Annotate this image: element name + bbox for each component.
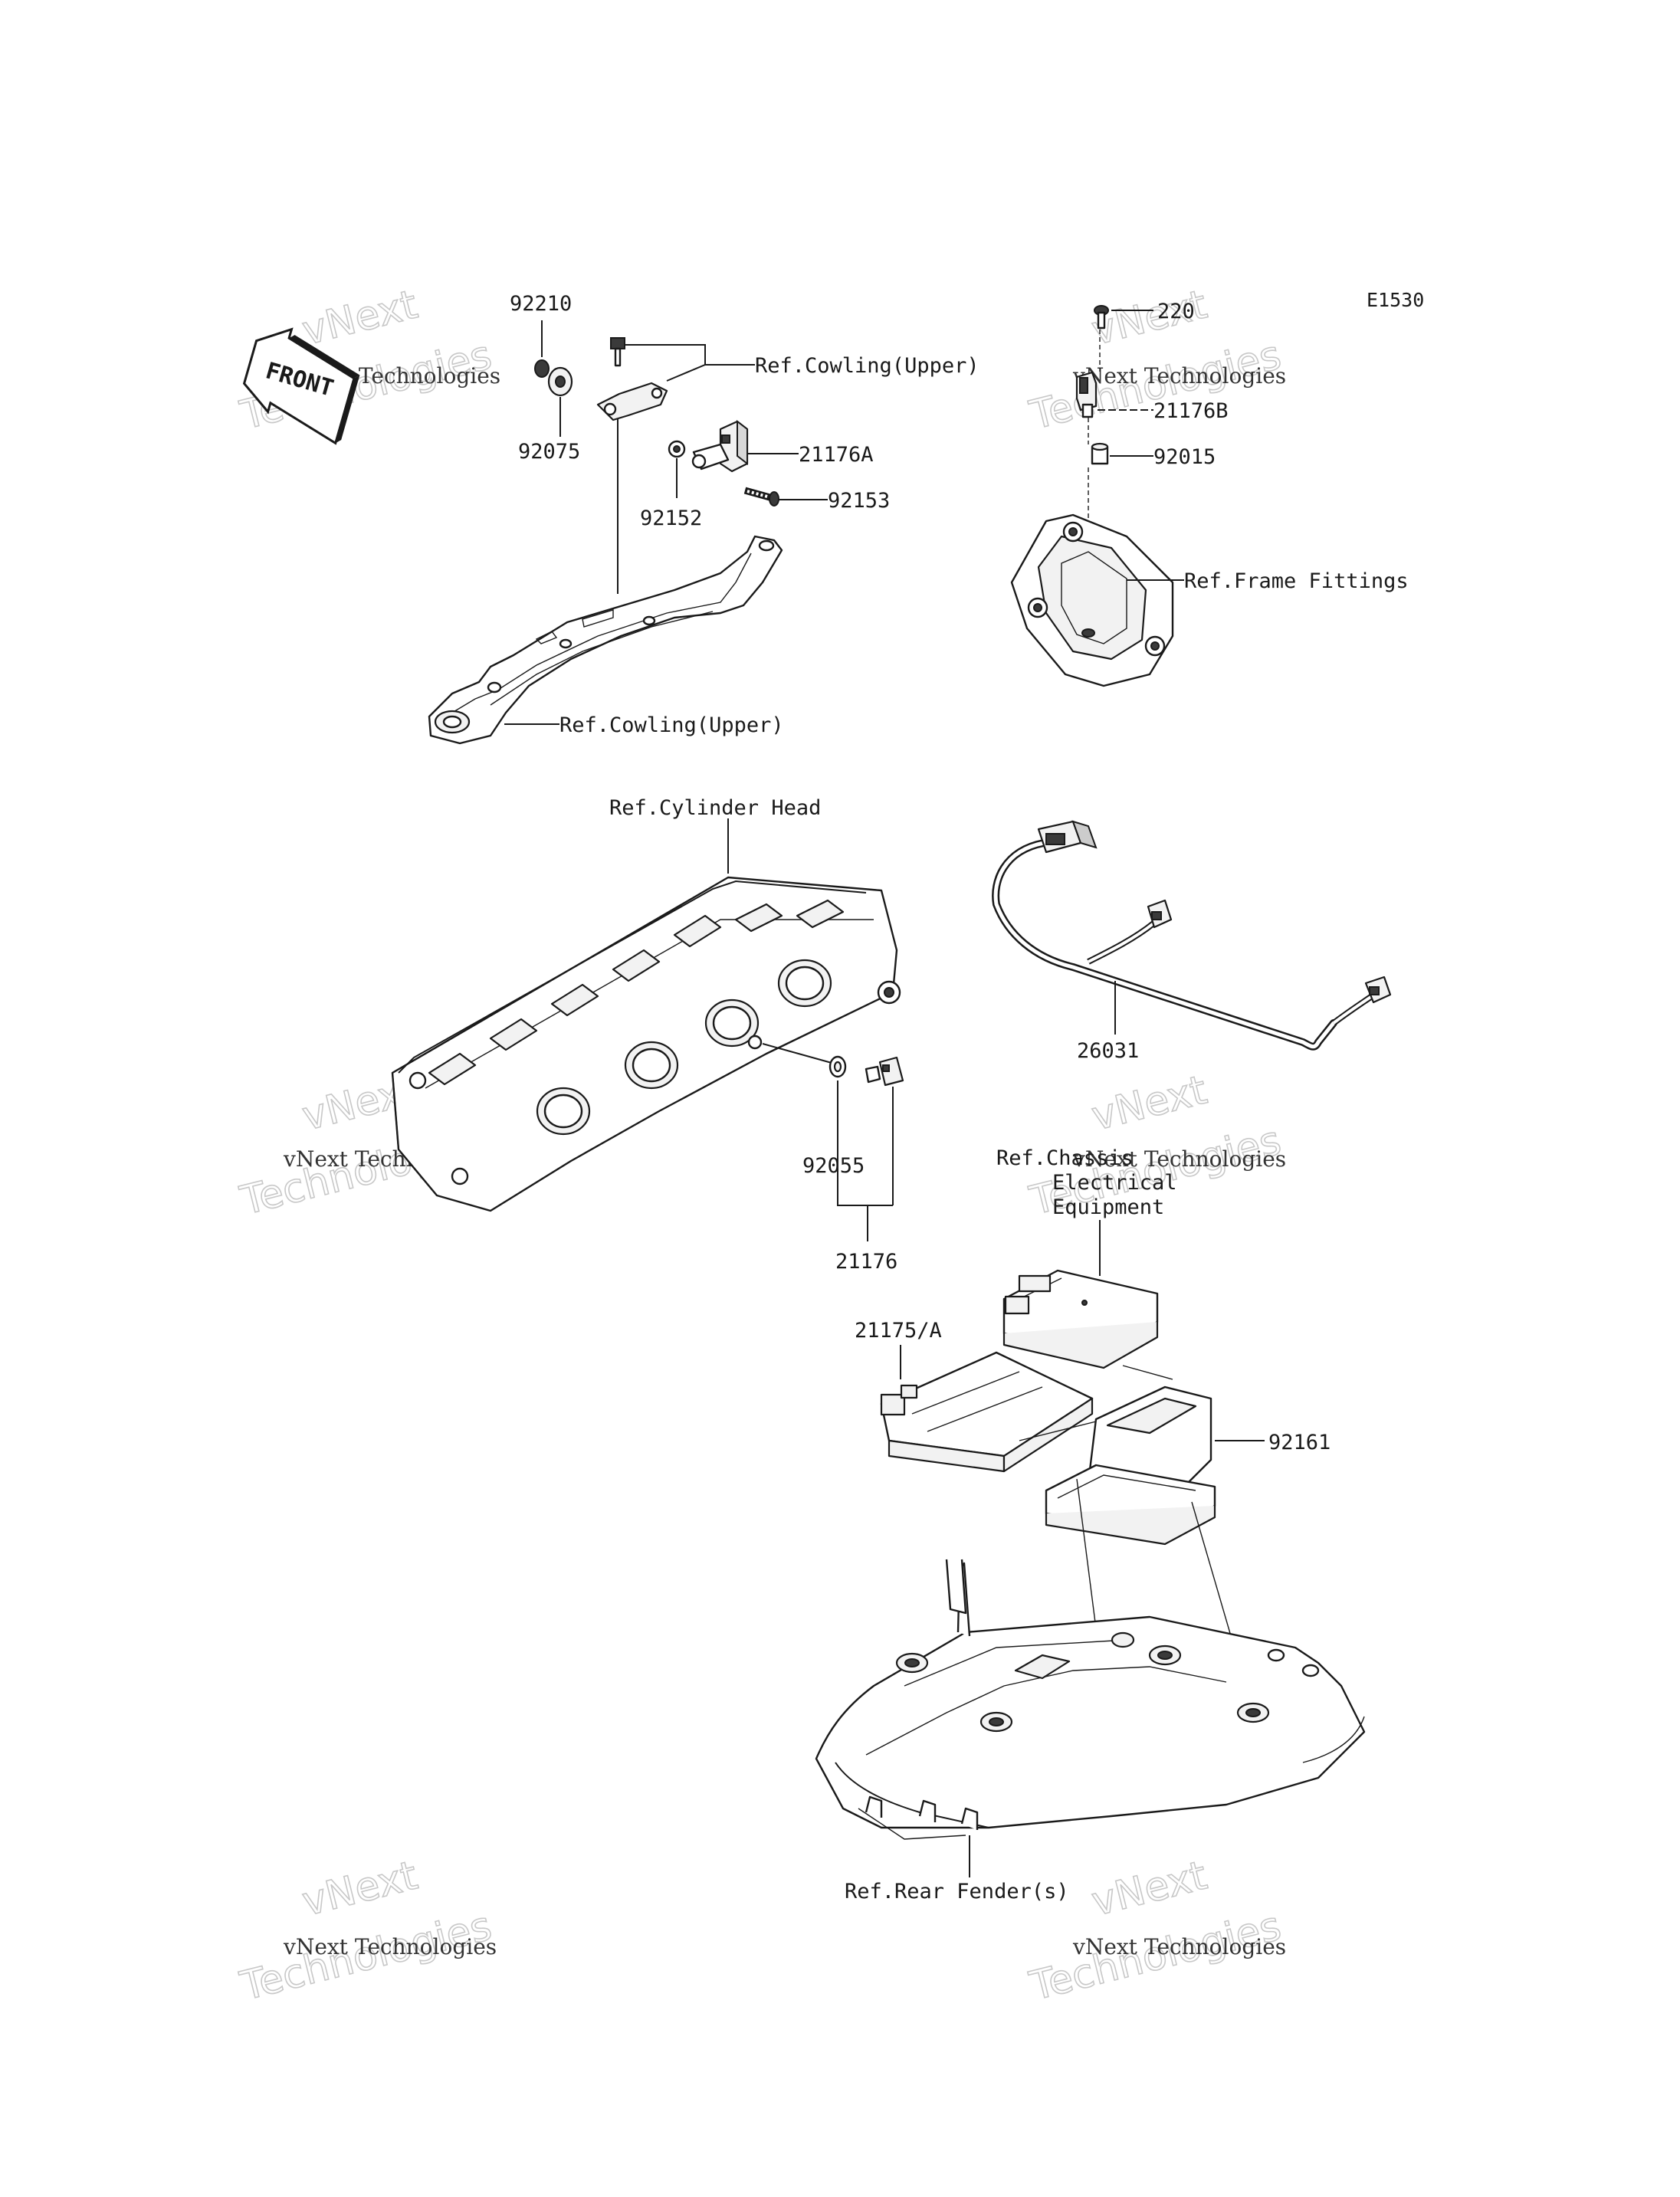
svg-text:vNext Technologies: vNext Technologies xyxy=(1072,1146,1286,1172)
ref-cylinder-head: Ref.Cylinder Head xyxy=(609,796,821,820)
svg-text:vNext: vNext xyxy=(1088,1853,1212,1926)
bolt-220-icon xyxy=(1094,305,1109,330)
chassis-module xyxy=(1002,1269,1159,1369)
screw-92153-icon xyxy=(743,487,779,507)
watermark-bottom-right: vNext Technologies vNext Technologies xyxy=(1025,1852,1286,2011)
svg-text:vNext: vNext xyxy=(298,1853,422,1926)
ecu-assembly: Ref.Chassis Electrical Equipment 21175/A xyxy=(855,1146,1331,1779)
watermark-bottom-left: vNext Technologies vNext Technologies xyxy=(235,1852,497,2011)
part-92055-label: 92055 xyxy=(802,1154,865,1178)
connector-mid-icon xyxy=(1147,899,1173,929)
part-21176a-label: 21176A xyxy=(799,443,874,467)
part-92015-label: 92015 xyxy=(1153,445,1216,469)
connector-end-icon xyxy=(1364,976,1392,1004)
ref-frame-fittings: Ref.Frame Fittings xyxy=(1184,569,1409,593)
ref-chassis-line1: Ref.Chassis xyxy=(996,1146,1134,1170)
ref-chassis-line2: Electrical xyxy=(1052,1171,1177,1195)
part-92152-label: 92152 xyxy=(640,507,702,530)
ref-rear-fender: Ref.Rear Fender(s) xyxy=(845,1880,1069,1904)
cowling-bracket xyxy=(428,535,783,745)
intake-ports xyxy=(536,959,832,1136)
fender-bosses xyxy=(895,1631,1320,1733)
bolt-icon xyxy=(610,337,625,367)
sensor-bracket-assembly: 92210 92075 Ref.Cowling(Upper) 92152 xyxy=(428,292,979,745)
rear-fender: Ref.Rear Fender(s) xyxy=(815,1559,1366,1904)
svg-text:vNext Technologies: vNext Technologies xyxy=(1072,363,1286,389)
svg-text:vNext: vNext xyxy=(298,282,422,355)
front-arrow-icon: FRONT xyxy=(242,327,360,445)
part-21176b-label: 21176B xyxy=(1153,399,1229,423)
frame-fitting xyxy=(1010,513,1174,687)
sensor-21176 xyxy=(865,1056,904,1087)
part-220-label: 220 xyxy=(1157,300,1195,323)
wiring-harness-26031: 26031 xyxy=(992,820,1392,1063)
cam-journals xyxy=(428,899,845,1086)
part-21175a-label: 21175/A xyxy=(855,1319,942,1343)
svg-text:vNext Technologies: vNext Technologies xyxy=(1072,1934,1286,1959)
part-92210-cap xyxy=(534,359,550,378)
ecu-21175a xyxy=(880,1351,1094,1473)
diagram-code: E1530 xyxy=(1367,289,1424,311)
svg-text:vNext Technologies: vNext Technologies xyxy=(283,1934,497,1959)
ref-chassis-line3: Equipment xyxy=(1052,1195,1164,1219)
ref-cowling-upper-top: Ref.Cowling(Upper) xyxy=(755,354,979,378)
part-26031-label: 26031 xyxy=(1077,1039,1139,1063)
svg-text:vNext: vNext xyxy=(1088,1067,1212,1140)
part-92210-label: 92210 xyxy=(510,292,572,316)
part-21176-label: 21176 xyxy=(835,1250,897,1274)
ref-cowling-upper-bottom: Ref.Cowling(Upper) xyxy=(559,713,784,737)
cylinder-head: Ref.Cylinder Head xyxy=(391,796,901,1212)
part-92075-label: 92075 xyxy=(518,440,580,464)
ecu-tray-92161 xyxy=(1045,1385,1216,1546)
frame-sensor-assembly: 220 21176B 92015 xyxy=(1010,300,1409,687)
temp-sensor-assembly: 92055 21176 xyxy=(762,1043,904,1274)
sensor-21176b xyxy=(1075,371,1098,418)
connector-main-icon xyxy=(1037,820,1098,854)
part-92161-label: 92161 xyxy=(1268,1431,1331,1454)
part-92153-label: 92153 xyxy=(828,489,890,513)
sensor-21176a xyxy=(691,419,749,473)
collar-92015 xyxy=(1091,442,1109,465)
